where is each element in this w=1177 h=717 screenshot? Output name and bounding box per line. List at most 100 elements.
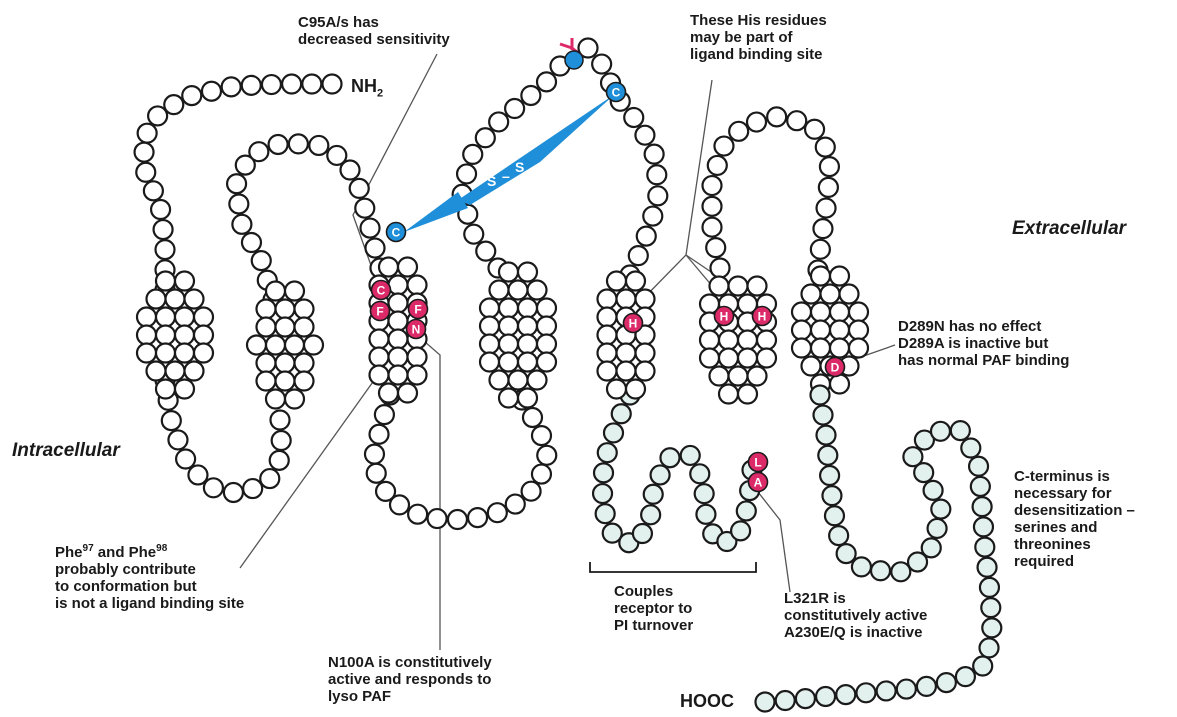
residue: [641, 505, 660, 524]
residue: [147, 290, 166, 309]
residue: [821, 285, 840, 304]
residue: [703, 218, 722, 237]
residue: [612, 404, 631, 423]
residue: [637, 227, 656, 246]
residue: [837, 544, 856, 563]
residue: [969, 457, 988, 476]
residue: [295, 318, 314, 337]
residue: [262, 75, 281, 94]
residue: [711, 259, 730, 278]
residue: [257, 354, 276, 373]
residue: [367, 464, 386, 483]
residue: [194, 344, 213, 363]
residue: [266, 336, 285, 355]
annotation-n100: N100A is constitutively active and respo…: [328, 654, 492, 705]
residue: [604, 423, 623, 442]
residue: [980, 578, 999, 597]
residue: [805, 120, 824, 139]
residue: [266, 390, 285, 409]
residue: [185, 362, 204, 381]
annotation-line: L321R is: [784, 590, 927, 607]
residue: [156, 380, 175, 399]
annotation-line: necessary for: [1014, 485, 1135, 502]
residue: [703, 197, 722, 216]
residue: [266, 282, 285, 301]
residue: [645, 145, 664, 164]
residue: [144, 181, 163, 200]
residue: [137, 344, 156, 363]
residue: [633, 524, 652, 543]
residue: [708, 156, 727, 175]
residue: [971, 477, 990, 496]
residue: [690, 464, 709, 483]
transmembrane-bundles: [137, 258, 868, 409]
residue: [917, 677, 936, 696]
residue: [285, 282, 304, 301]
residue: [748, 367, 767, 386]
residue: [175, 308, 194, 327]
residue: [408, 276, 427, 295]
phe-superscript: 97: [83, 543, 94, 554]
residue: [408, 348, 427, 367]
residue: [528, 281, 547, 300]
residue: [518, 389, 537, 408]
residue: [428, 509, 447, 528]
residue: [974, 517, 993, 536]
residue: [289, 134, 308, 153]
n-terminus-text: NH: [351, 76, 377, 96]
annotation-line: PI turnover: [614, 617, 693, 634]
residue-letter: D: [831, 361, 840, 375]
residue: [488, 503, 507, 522]
residue-letter: F: [414, 303, 421, 317]
residue: [802, 357, 821, 376]
residue: [194, 326, 213, 345]
residue: [811, 303, 830, 322]
residue: [598, 344, 617, 363]
annotation-his: These His residues may be part of ligand…: [690, 12, 827, 63]
residue: [389, 276, 408, 295]
residue: [924, 481, 943, 500]
residue: [617, 362, 636, 381]
residue: [350, 179, 369, 198]
residue: [464, 225, 483, 244]
annotation-line: decreased sensitivity: [298, 31, 450, 48]
residue: [937, 673, 956, 692]
residue: [389, 348, 408, 367]
residue: [757, 349, 776, 368]
residue: [816, 687, 835, 706]
residue: [476, 242, 495, 261]
residue: [249, 142, 268, 161]
residue: [166, 362, 185, 381]
residue: [737, 501, 756, 520]
residue: [792, 321, 811, 340]
residue: [389, 294, 408, 313]
annotation-line: C-terminus is: [1014, 468, 1135, 485]
disulfide-dash: –: [502, 168, 510, 184]
annotation-line: N100A is constitutively: [328, 654, 492, 671]
residue-letter: L: [754, 456, 761, 470]
annotation-line: has normal PAF binding: [898, 352, 1069, 369]
annotation-line: serines and: [1014, 519, 1135, 536]
annotation-line: may be part of: [690, 29, 827, 46]
annotation-line: Couples: [614, 583, 693, 600]
residue: [598, 443, 617, 462]
residue: [756, 693, 775, 712]
residue: [719, 331, 738, 350]
residue: [792, 339, 811, 358]
residue: [757, 331, 776, 350]
residue: [731, 521, 750, 540]
residue: [644, 485, 663, 504]
residue: [729, 367, 748, 386]
residue: [830, 303, 849, 322]
residue: [719, 349, 738, 368]
residue: [252, 251, 271, 270]
annotation-line: active and responds to: [328, 671, 492, 688]
residue: [849, 303, 868, 322]
residue: [523, 408, 542, 427]
residue: [836, 685, 855, 704]
annotation-line: A230E/Q is inactive: [784, 624, 927, 641]
residue: [696, 505, 715, 524]
residue: [490, 371, 509, 390]
residue: [849, 321, 868, 340]
residue: [814, 406, 833, 425]
